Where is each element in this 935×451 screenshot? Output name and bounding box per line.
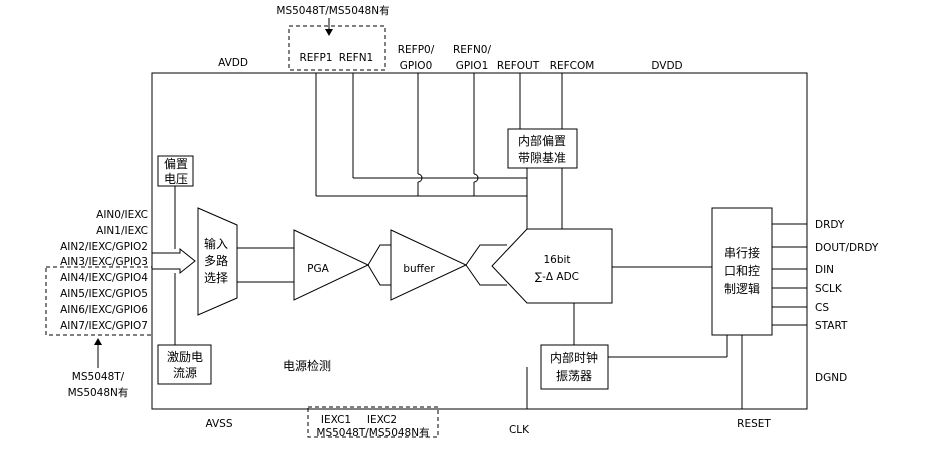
osc-label-line2: 振荡器 bbox=[556, 369, 592, 383]
mux-label-line3: 选择 bbox=[204, 271, 228, 285]
left-note-line1: MS5048T/ bbox=[72, 371, 125, 383]
bias-voltage-block bbox=[157, 155, 194, 187]
pin-iexc1: IEXC1 bbox=[321, 414, 351, 426]
bias-label-line2: 电压 bbox=[164, 172, 188, 186]
oscillator-block bbox=[540, 344, 609, 390]
pin-refn0-line2: GPIO1 bbox=[456, 60, 489, 72]
mux-label-line1: 输入 bbox=[204, 236, 228, 251]
adc-label-line1: 16bit bbox=[543, 254, 570, 266]
pin-avdd: AVDD bbox=[218, 57, 248, 69]
adc-label-line2: ∑-Δ ADC bbox=[535, 271, 579, 283]
pga-label: PGA bbox=[307, 263, 329, 275]
ain-label: AIN7/IEXC/GPIO7 bbox=[60, 320, 148, 332]
pin-din: DIN bbox=[815, 264, 834, 276]
pin-clk: CLK bbox=[509, 424, 530, 436]
ref-label-line2: 带隙基准 bbox=[518, 151, 566, 165]
ain-label: AIN2/IEXC/GPIO2 bbox=[60, 241, 148, 253]
ain-label: AIN0/IEXC bbox=[96, 209, 148, 221]
pin-iexc2: IEXC2 bbox=[367, 414, 397, 426]
osc-label-line1: 内部时钟 bbox=[550, 350, 598, 365]
signal-chain-wires bbox=[237, 244, 743, 409]
mux-label-line2: 多路 bbox=[204, 253, 228, 268]
left-note-line2: MS5048N有 bbox=[68, 386, 129, 399]
ain-label: AIN3/IEXC/GPIO3 bbox=[60, 256, 148, 268]
excitation-source-block bbox=[157, 344, 212, 385]
pin-avss: AVSS bbox=[205, 418, 232, 430]
pin-refn1: REFN1 bbox=[339, 52, 374, 64]
iexc-src-label-line2: 流源 bbox=[173, 366, 197, 380]
pin-refn0-line1: REFN0/ bbox=[453, 44, 492, 56]
ain-label: AIN5/IEXC/GPIO5 bbox=[60, 288, 148, 300]
reference-wires bbox=[315, 73, 563, 229]
pin-dout-drdy: DOUT/DRDY bbox=[815, 242, 879, 254]
serial-label-line3: 制逻辑 bbox=[724, 282, 760, 296]
input-bus-arrow bbox=[151, 247, 196, 275]
pin-reset: RESET bbox=[737, 418, 771, 430]
ain-label: AIN6/IEXC/GPIO6 bbox=[60, 304, 148, 316]
pin-refp0-line2: GPIO0 bbox=[400, 60, 433, 72]
pga-block bbox=[293, 229, 370, 301]
ref-label-line1: 内部偏置 bbox=[518, 133, 566, 148]
adc-block bbox=[491, 228, 613, 304]
pin-dvdd: DVDD bbox=[651, 60, 682, 72]
pin-cs: CS bbox=[815, 302, 829, 314]
serial-logic-block bbox=[711, 207, 773, 336]
ain4-7-option-box bbox=[45, 266, 153, 336]
pin-refcom: REFCOM bbox=[550, 60, 595, 72]
iexc-option-box bbox=[307, 406, 439, 438]
input-mux-block bbox=[197, 207, 238, 316]
buffer-label: buffer bbox=[403, 263, 435, 275]
top-note: MS5048T/MS5048N有 bbox=[276, 4, 389, 17]
pin-sclk: SCLK bbox=[815, 283, 843, 295]
ain-label: AIN1/IEXC bbox=[96, 225, 148, 237]
serial-pin-wires bbox=[772, 223, 807, 326]
pin-refout: REFOUT bbox=[497, 60, 540, 72]
power-monitor-label: 电源检测 bbox=[283, 358, 331, 373]
serial-label-line2: 口和控 bbox=[724, 264, 760, 278]
chip-outline bbox=[151, 72, 808, 410]
pin-refp1: REFP1 bbox=[300, 52, 333, 64]
buffer-block bbox=[390, 229, 468, 301]
serial-label-line1: 串行接 bbox=[724, 245, 760, 260]
pin-refp0-line1: REFP0/ bbox=[398, 44, 435, 56]
bias-label-line1: 偏置 bbox=[164, 156, 188, 171]
pin-dgnd: DGND bbox=[815, 372, 847, 384]
pin-drdy: DRDY bbox=[815, 219, 845, 231]
pin-start: START bbox=[815, 320, 848, 332]
bottom-note: MS5048T/MS5048N有 bbox=[316, 426, 429, 439]
ain-label: AIN4/IEXC/GPIO4 bbox=[60, 272, 148, 284]
reference-block bbox=[507, 128, 578, 169]
iexc-src-label-line1: 激励电 bbox=[167, 350, 203, 364]
